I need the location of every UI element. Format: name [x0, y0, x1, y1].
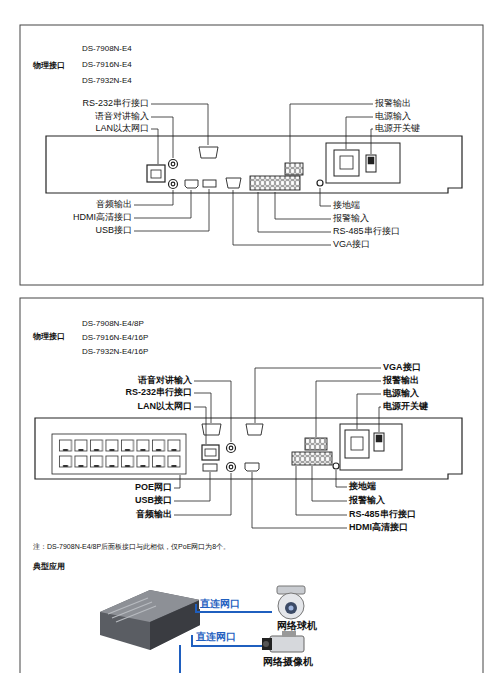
port-label: HDMI高清接口: [349, 523, 408, 532]
port-label: 接地端: [349, 482, 376, 491]
port-label: 语音对讲输入: [138, 376, 192, 385]
device-label: 网络摄像机: [262, 657, 314, 667]
nvr-device-icon: [100, 590, 200, 650]
model-name: DS-7908N-E4/8P: [82, 320, 144, 328]
port-label: LAN以太网口: [95, 124, 149, 133]
port-label: 电源输入: [375, 112, 411, 121]
port-label: USB接口: [95, 226, 132, 235]
port-label: RS-485串行接口: [349, 510, 416, 519]
port-label: 报警输入: [333, 214, 369, 223]
port-label: 电源开关键: [375, 124, 420, 133]
port-label: LAN以太网口: [138, 402, 193, 411]
section-title: 典型应用: [33, 563, 65, 571]
nvr-rear-panel: [46, 136, 462, 193]
port-label: 电源输入: [383, 389, 419, 398]
model-name: DS-7932N-E4: [82, 77, 132, 85]
panel-frame: [20, 298, 483, 673]
port-label: 音频输出: [96, 200, 132, 209]
model-name: DS-7916N-E4: [82, 61, 132, 69]
network-cable: [180, 604, 272, 673]
port-label: RS-232串行接口: [125, 388, 192, 397]
port-label: 报警输入: [349, 496, 385, 505]
section-title: 物理接口: [33, 62, 65, 70]
port-label: 语音对讲输入: [95, 112, 149, 121]
connection-label: 直连网口: [195, 632, 237, 642]
port-label: 音频输出: [136, 510, 172, 519]
footnote: 注：DS-7908N-E4/8P后面板接口与此相似，仅PoE网口为8个。: [33, 543, 230, 550]
port-label: 接地端: [333, 201, 360, 210]
bullet-camera-icon: [262, 631, 304, 652]
model-name: DS-7916N-E4/16P: [82, 334, 148, 342]
port-label: VGA接口: [333, 240, 370, 249]
port-label: VGA接口: [383, 363, 421, 372]
port-label: POE网口: [135, 483, 172, 492]
port-label: 报警输出: [375, 99, 411, 108]
port-label: 报警输出: [383, 376, 419, 385]
connection-label: 直连网口: [199, 599, 241, 609]
model-name: DS-7932N-E4/16P: [82, 348, 148, 356]
section-title: 物理接口: [33, 333, 65, 341]
dome-camera-icon: [277, 586, 305, 619]
port-label: HDMI高清接口: [73, 213, 132, 222]
panel-frame: [20, 25, 483, 285]
port-label: USB接口: [135, 496, 172, 505]
model-name: DS-7908N-E4: [82, 45, 132, 53]
port-label: RS-232串行接口: [82, 99, 149, 108]
nvr-poe-rear-panel: [35, 418, 462, 479]
port-label: RS-485串行接口: [333, 227, 400, 236]
device-label: 网络球机: [276, 621, 318, 631]
leader-line: [134, 104, 373, 245]
port-label: 电源开关键: [383, 402, 428, 411]
